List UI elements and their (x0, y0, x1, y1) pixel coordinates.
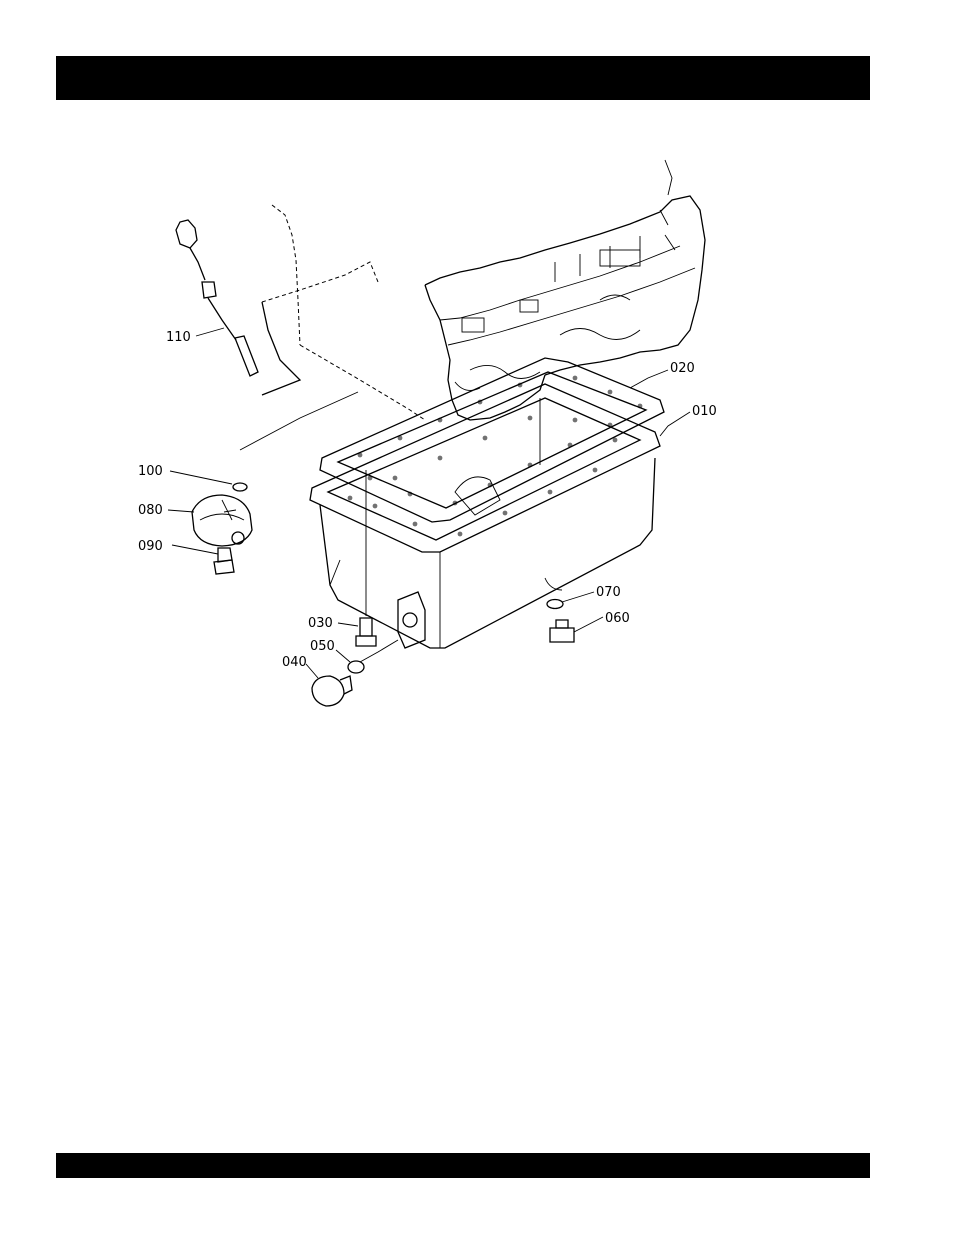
callout-110: 110 (166, 330, 191, 345)
callout-040: 040 (282, 655, 307, 670)
dipstick-guide-leader (262, 302, 300, 395)
callout-100: 100 (138, 464, 163, 479)
callout-020: 020 (670, 361, 695, 376)
bottom-drain-plug (547, 600, 574, 643)
callout-030: 030 (308, 616, 333, 631)
callout-060: 060 (605, 611, 630, 626)
oil-pan-gasket (320, 358, 664, 522)
callout-080: 080 (138, 503, 163, 518)
callout-070: 070 (596, 585, 621, 600)
callout-050: 050 (310, 639, 335, 654)
footer-bar (56, 1153, 870, 1178)
filler-housing (192, 495, 252, 546)
callout-090: 090 (138, 539, 163, 554)
cap-bolt (214, 548, 234, 574)
engine-block (425, 160, 705, 420)
block-phantom-outline (262, 205, 425, 420)
callout-010: 010 (692, 404, 717, 419)
dipstick (176, 220, 258, 376)
pan-bolt (356, 470, 376, 646)
oil-pan (310, 384, 660, 648)
